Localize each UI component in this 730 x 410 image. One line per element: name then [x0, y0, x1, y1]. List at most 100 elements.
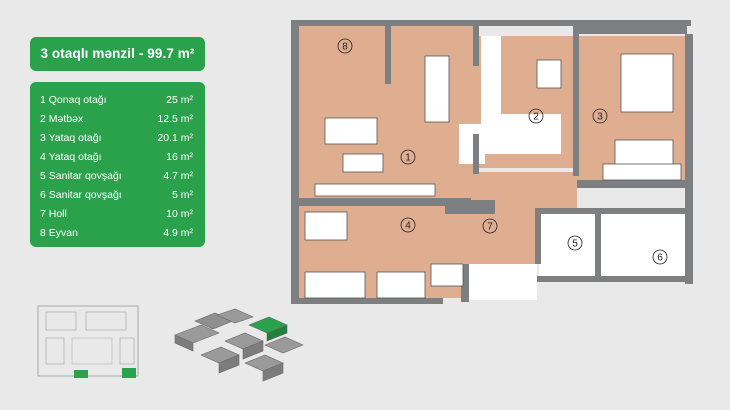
site-plan-thumbnail	[30, 298, 155, 390]
room-area: 4.9 m²	[163, 227, 193, 239]
room-row-4: 4 Yataq otağı 16 m²	[40, 148, 193, 166]
room-name: 3 Yataq otağı	[40, 132, 102, 144]
furniture	[304, 53, 682, 299]
room-area: 5 m²	[172, 189, 193, 201]
room-number-circle	[400, 217, 416, 233]
room-number-circle	[592, 108, 608, 124]
wall-bed4-top	[291, 198, 471, 206]
site-courtyard	[71, 337, 113, 365]
wall-entrance	[461, 264, 469, 302]
kitchen-table	[536, 59, 562, 89]
room-name: 4 Yataq otağı	[40, 151, 102, 163]
site-highlight	[74, 370, 88, 378]
walls	[291, 20, 693, 304]
room-row-1: 1 Qonaq otağı 25 m²	[40, 91, 193, 109]
fridge	[459, 124, 485, 164]
bathroom-6-floor	[599, 214, 685, 280]
wall-bottom-right	[537, 276, 693, 282]
room-name: 2 Mətbəx	[40, 113, 84, 125]
wall-top-right	[577, 20, 687, 34]
sofa-bedroom-4	[376, 271, 426, 299]
wall-bath-divider	[595, 208, 601, 278]
sofa-bedroom-3	[614, 139, 674, 167]
room-number-2: 2	[533, 112, 539, 123]
room-number-labels: 8 1 2 3 4 7 5 6	[337, 38, 668, 265]
block-side	[218, 354, 240, 374]
room-area: 16 m²	[166, 151, 193, 163]
kitchen-counter-bottom	[481, 114, 561, 154]
wall-left	[291, 20, 299, 302]
room-list: 1 Qonaq otağı 25 m² 2 Mətbəx 12.5 m² 3 Yat…	[30, 82, 205, 247]
room-number-3: 3	[597, 112, 603, 123]
room-name: 1 Qonaq otağı	[40, 94, 107, 106]
room-number-circle	[400, 149, 416, 165]
block-side	[174, 334, 194, 352]
room-number-8: 8	[342, 42, 348, 53]
balcony-floor	[297, 26, 391, 86]
site-building	[85, 311, 127, 331]
room-number-7: 7	[487, 222, 493, 233]
apartment-title-badge: 3 otaqlı mənzil - 99.7 m²	[30, 37, 205, 71]
room-name: 8 Eyvan	[40, 227, 78, 239]
room-number-circle	[337, 38, 353, 54]
block-highlight-side	[266, 324, 288, 342]
wall-hall-block	[445, 200, 495, 214]
wall-kitchen-a	[473, 26, 479, 66]
wall-bed3-bottom	[577, 180, 693, 188]
block	[216, 308, 254, 324]
room-row-2: 2 Mətbəx 12.5 m²	[40, 110, 193, 128]
site-building	[45, 311, 77, 331]
wall-balcony	[385, 26, 391, 84]
tv-unit	[314, 183, 436, 197]
room-number-6: 6	[657, 253, 663, 264]
room-name: 5 Sanitar qovşağı	[40, 170, 122, 182]
wall-bottom-left	[291, 298, 443, 304]
room-area: 25 m²	[166, 94, 193, 106]
wall-bath-top	[535, 208, 685, 214]
bed-bedroom-3	[620, 53, 674, 113]
site-building	[119, 337, 135, 365]
room-area: 20.1 m²	[157, 132, 193, 144]
room-area: 12.5 m²	[157, 113, 193, 125]
bed-bedroom-4	[304, 271, 366, 299]
room-number-circle	[567, 235, 583, 251]
bathroom-5-floor	[539, 214, 597, 280]
site-highlight	[122, 368, 136, 378]
wall-kitchen-b	[473, 134, 479, 174]
room-number-4: 4	[405, 221, 411, 232]
desk-bedroom-4	[304, 211, 348, 241]
room-number-5: 5	[572, 239, 578, 250]
room-row-3: 3 Yataq otağı 20.1 m²	[40, 129, 193, 147]
wall-bath5-left	[535, 208, 541, 264]
dining-table	[424, 55, 450, 123]
coffee-table	[342, 153, 384, 173]
room-name: 6 Sanitar qovşağı	[40, 189, 122, 201]
block-side	[262, 362, 284, 382]
kitchen-counter	[481, 36, 501, 128]
block-side	[242, 340, 264, 360]
room-number-1: 1	[405, 153, 411, 164]
site-building	[45, 337, 65, 365]
sofa	[324, 117, 378, 145]
wardrobe-bedroom-3	[602, 163, 682, 181]
room-number-circle	[528, 108, 544, 124]
hall-floor	[465, 206, 537, 264]
wall-bed3	[573, 26, 579, 176]
room-row-7: 7 Holl 10 m²	[40, 205, 193, 223]
armchair-bedroom-4	[430, 263, 464, 287]
room-row-6: 6 Sanitar qovşağı 5 m²	[40, 186, 193, 204]
room-number-circle	[652, 249, 668, 265]
entrance-floor	[465, 264, 537, 300]
room-area: 4.7 m²	[163, 170, 193, 182]
room-name: 7 Holl	[40, 208, 67, 220]
white-zones	[459, 36, 685, 300]
room-number-circle	[482, 218, 498, 234]
building-blocks-3d	[174, 308, 304, 382]
wall-top	[291, 20, 691, 26]
block	[264, 336, 304, 354]
room-area: 10 m²	[166, 208, 193, 220]
room-row-8: 8 Eyvan 4.9 m²	[40, 224, 193, 242]
wall-right	[685, 34, 693, 284]
floor-plan: 8 1 2 3 4 7 5 6	[291, 20, 693, 304]
room-row-5: 5 Sanitar qovşağı 4.7 m²	[40, 167, 193, 185]
